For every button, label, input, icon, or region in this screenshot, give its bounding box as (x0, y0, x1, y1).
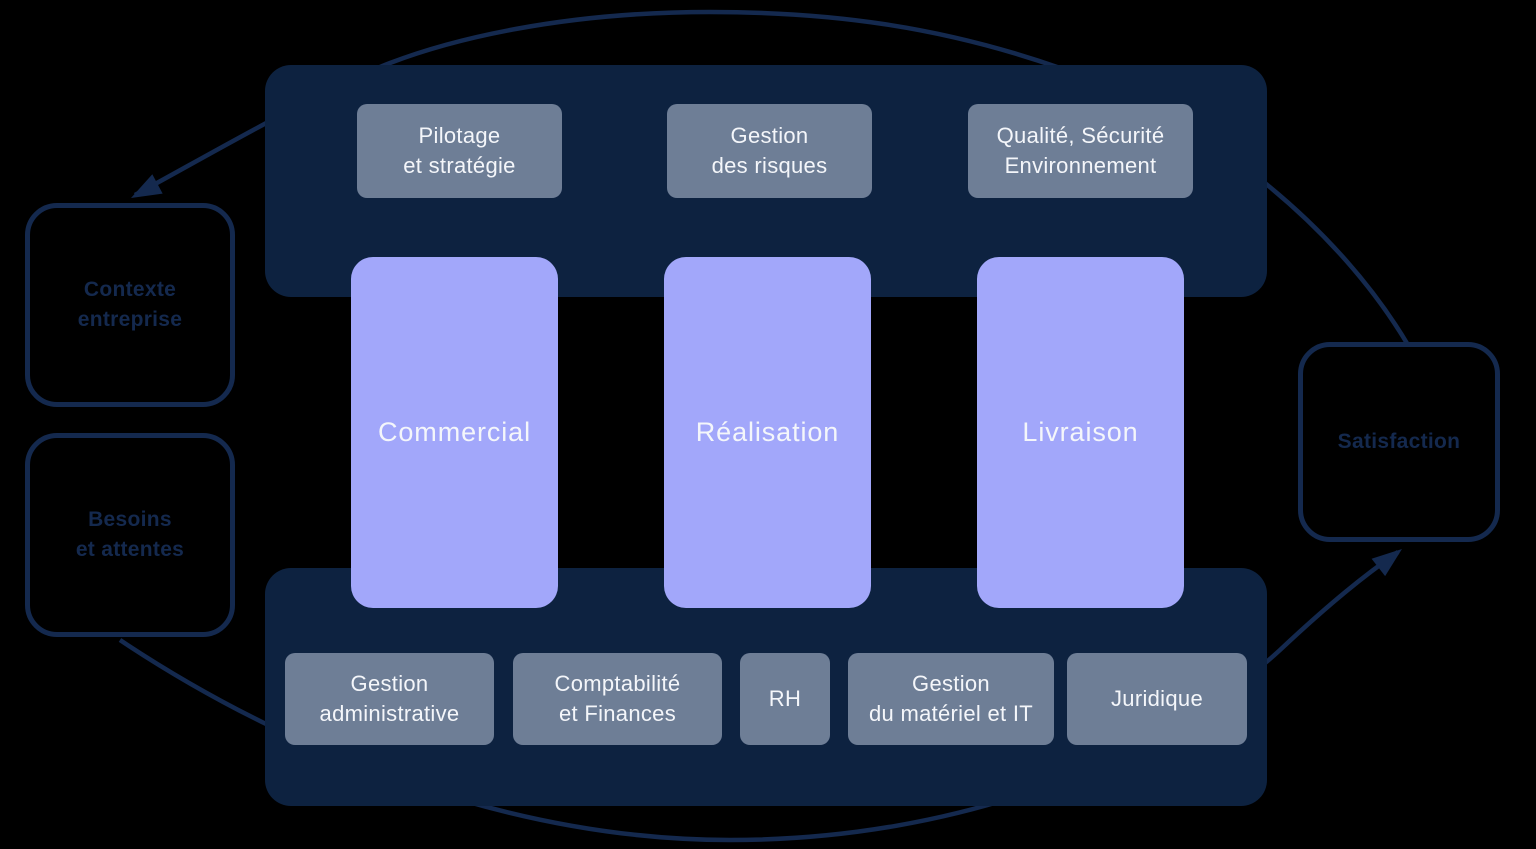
support-box-gestion-materiel-it: Gestion du matériel et IT (848, 653, 1054, 745)
support-box-comptabilite-finances: Comptabilité et Finances (513, 653, 722, 745)
arrowhead-to-satisfaction-icon (1371, 549, 1402, 577)
input-box-contexte-entreprise: Contexte entreprise (25, 203, 235, 407)
management-box-gestion-risques: Gestion des risques (667, 104, 872, 198)
support-box-juridique: Juridique (1067, 653, 1247, 745)
support-box-gestion-administrative: Gestion administrative (285, 653, 494, 745)
core-process-commercial: Commercial (351, 257, 558, 608)
management-box-qualite-securite: Qualité, Sécurité Environnement (968, 104, 1193, 198)
core-process-realisation: Réalisation (664, 257, 871, 608)
input-box-besoins-attentes: Besoins et attentes (25, 433, 235, 637)
management-box-pilotage: Pilotage et stratégie (357, 104, 562, 198)
output-box-satisfaction: Satisfaction (1298, 342, 1500, 542)
support-box-rh: RH (740, 653, 830, 745)
core-process-livraison: Livraison (977, 257, 1184, 608)
